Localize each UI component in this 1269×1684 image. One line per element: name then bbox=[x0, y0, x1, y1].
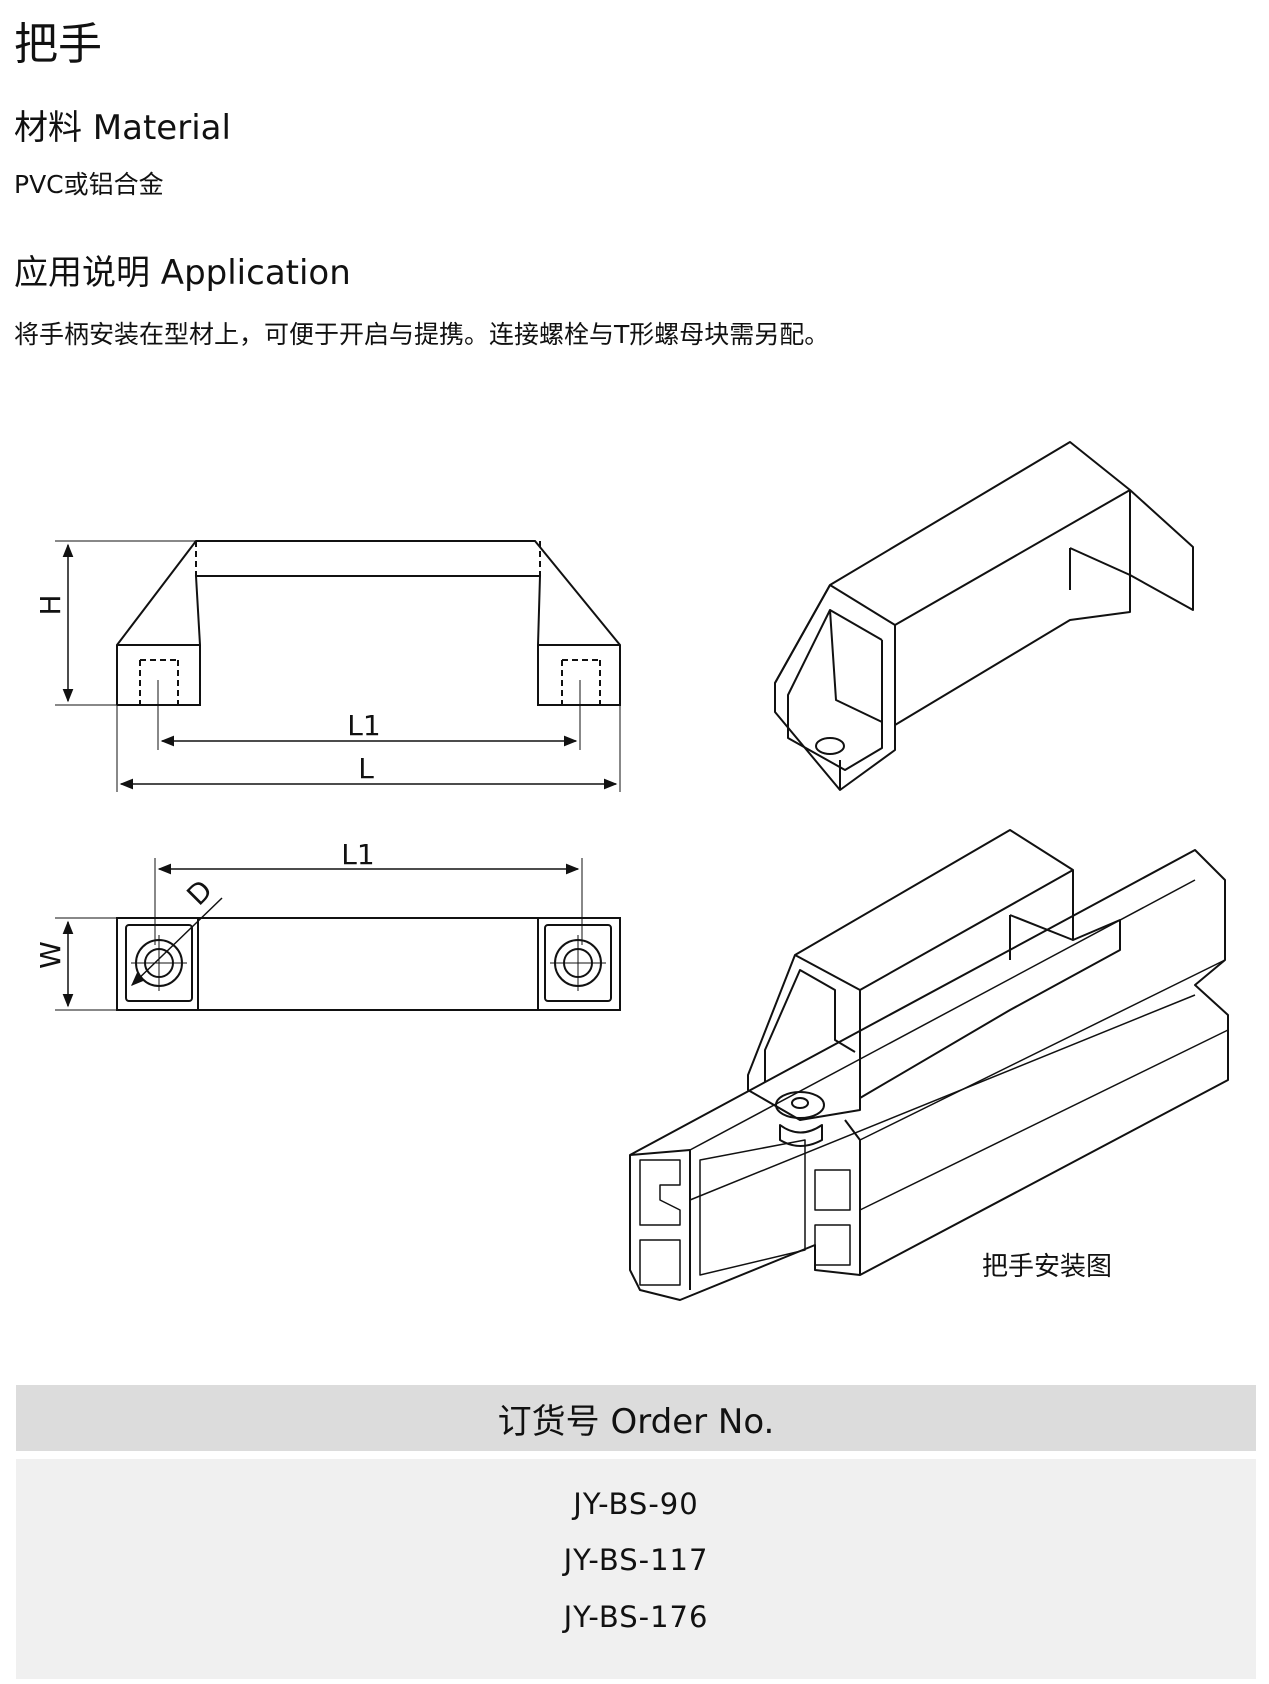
dim-l1-top-label: L1 bbox=[341, 838, 374, 871]
material-text: PVC或铝合金 bbox=[14, 170, 164, 199]
order-table-header: 订货号 Order No. bbox=[16, 1385, 1256, 1451]
order-item: JY-BS-90 bbox=[573, 1487, 699, 1521]
order-table-body: JY-BS-90 JY-BS-117 JY-BS-176 bbox=[16, 1459, 1256, 1679]
technical-drawings: H L1 L L1 D W bbox=[34, 441, 1229, 1301]
page-title: 把手 bbox=[14, 19, 102, 70]
order-header-label: 订货号 Order No. bbox=[497, 1401, 775, 1442]
application-heading: 应用说明 Application bbox=[14, 253, 351, 293]
top-view-drawing bbox=[55, 858, 621, 1011]
application-text: 将手柄安装在型材上，可便于开启与提携。连接螺栓与T形螺母块需另配。 bbox=[14, 320, 830, 349]
dim-l1-label: L1 bbox=[347, 709, 380, 742]
material-heading: 材料 Material bbox=[14, 108, 231, 148]
dim-h-label: H bbox=[34, 594, 67, 615]
dim-w-label: W bbox=[34, 941, 67, 969]
installation-drawing bbox=[629, 829, 1229, 1301]
isometric-handle-drawing bbox=[774, 441, 1194, 791]
installation-caption: 把手安装图 bbox=[982, 1252, 1113, 1282]
order-item: JY-BS-117 bbox=[563, 1543, 709, 1577]
dim-l-label: L bbox=[358, 752, 374, 785]
front-view-drawing bbox=[55, 540, 621, 792]
order-item: JY-BS-176 bbox=[563, 1600, 709, 1634]
